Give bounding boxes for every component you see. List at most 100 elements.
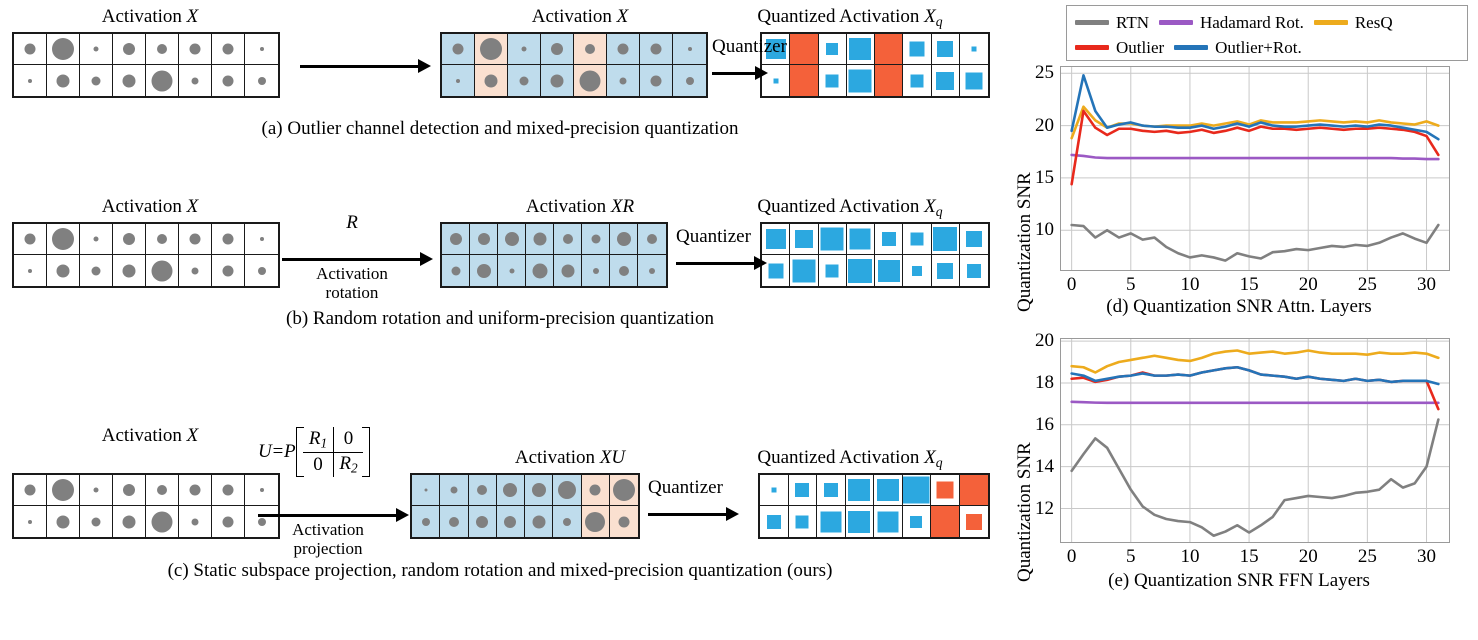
grid-cell: [875, 65, 904, 96]
magnitude-dot: [189, 43, 201, 55]
grid-cell: [818, 34, 847, 65]
legend-item-hadamard-rot[interactable]: Hadamard Rot.: [1158, 13, 1304, 33]
grid-cell: [554, 255, 582, 286]
legend-item-resq[interactable]: ResQ: [1313, 13, 1393, 33]
magnitude-dot: [561, 264, 574, 277]
magnitude-dot: [450, 486, 458, 494]
grid-cell: [818, 65, 847, 96]
grid-cell: [468, 506, 497, 537]
quantized-marker: [795, 483, 810, 497]
magnitude-dot: [259, 237, 264, 241]
grid-cell: [845, 506, 874, 537]
grid-cell: [581, 506, 610, 537]
quantized-marker: [971, 46, 977, 52]
grid-cell: [959, 475, 988, 506]
magnitude-dot: [591, 234, 600, 244]
legend-label: Outlier: [1116, 37, 1165, 57]
grid-cell: [80, 224, 113, 255]
grid-cell: [931, 475, 960, 506]
panel-b-left-title: Activation X: [101, 196, 199, 217]
grid-cell: [541, 34, 574, 65]
grid-cell: [931, 224, 960, 255]
quantized-marker: [848, 510, 871, 533]
quantized-marker-high-precision: [936, 481, 954, 499]
magnitude-dot: [449, 233, 462, 245]
y-axis-tick-label: 20: [1035, 330, 1054, 352]
grid-cell: [959, 255, 988, 286]
panel-c-sublabel-line2: projection: [293, 539, 363, 559]
grid-cell: [412, 506, 441, 537]
quantized-marker: [936, 71, 955, 90]
quantized-marker: [849, 228, 871, 250]
grid-cell: [245, 475, 278, 506]
x-axis-tick-label: 0: [1066, 274, 1077, 295]
magnitude-dot: [504, 515, 517, 528]
quantized-marker: [848, 258, 873, 283]
legend-row-2: Outlier Outlier+Rot.: [1075, 35, 1461, 60]
quantized-marker: [910, 74, 924, 87]
quantized-marker: [765, 229, 786, 249]
panel-b-rotation-symbol: R: [346, 212, 358, 233]
grid-cell: [80, 255, 113, 286]
grid-cell: [574, 34, 607, 65]
magnitude-dot: [122, 74, 136, 87]
grid-cell: [790, 255, 819, 286]
grid-cell: [498, 224, 526, 255]
x-axis-tick-label: 15: [1239, 546, 1259, 567]
grid-cell: [212, 255, 245, 286]
magnitude-dot: [28, 268, 32, 273]
quantized-marker: [937, 262, 954, 279]
grid-activation-x-a: [12, 32, 280, 98]
grid-cell: [525, 506, 554, 537]
grid-cell: [470, 255, 498, 286]
series-line-rtn: [1070, 418, 1440, 538]
grid-cell: [47, 475, 80, 506]
legend-item-outlier-rot[interactable]: Outlier+Rot.: [1174, 38, 1302, 58]
grid-cell: [931, 506, 960, 537]
magnitude-dot: [509, 268, 514, 273]
magnitude-dot: [257, 76, 266, 85]
x-axis-tick-label: 5: [1126, 274, 1136, 295]
magnitude-dot: [476, 263, 491, 278]
quantized-marker: [826, 43, 839, 55]
quantized-marker: [848, 479, 871, 501]
magnitude-dot: [123, 484, 135, 496]
grid-cell: [80, 65, 113, 96]
grid-activation-x-c: [12, 473, 280, 539]
grid-cell: [788, 475, 817, 506]
quantized-marker: [771, 487, 777, 493]
legend-item-rtn[interactable]: RTN: [1075, 13, 1149, 33]
grid-cell: [146, 34, 179, 65]
grid-cell: [212, 475, 245, 506]
grid-cell: [875, 224, 904, 255]
grid-cell: [475, 65, 508, 96]
grid-cell: [245, 224, 278, 255]
grid-cell: [475, 34, 508, 65]
grid-cell: [146, 506, 179, 537]
grid-cell: [845, 475, 874, 506]
magnitude-dot: [550, 74, 564, 87]
magnitude-dot: [551, 43, 563, 55]
legend-item-outlier[interactable]: Outlier: [1075, 38, 1164, 58]
x-axis-tick-label: 20: [1298, 546, 1318, 567]
series-line-hadamard-rot: [1070, 153, 1440, 161]
grid-cell: [412, 475, 441, 506]
magnitude-dot: [424, 488, 428, 492]
panel-c-caption: (c) Static subspace projection, random r…: [167, 560, 833, 581]
magnitude-dot: [151, 260, 173, 281]
magnitude-dot: [585, 511, 606, 532]
charts-column: RTN Hadamard Rot. ResQ Outlier Outlier+Rot.…: [1000, 0, 1478, 640]
chart-d-plot-area: [1060, 66, 1450, 271]
magnitude-dot: [123, 43, 135, 55]
magnitude-dot: [532, 263, 547, 278]
x-axis-tick-label: 30: [1417, 274, 1437, 295]
legend-swatch: [1075, 45, 1109, 50]
grid-cell: [47, 506, 80, 537]
magnitude-dot: [91, 266, 101, 275]
quantized-marker: [909, 41, 925, 57]
magnitude-dot: [259, 488, 264, 492]
grid-cell: [498, 255, 526, 286]
series-line-resq: [1070, 349, 1440, 374]
magnitude-dot: [191, 518, 199, 525]
